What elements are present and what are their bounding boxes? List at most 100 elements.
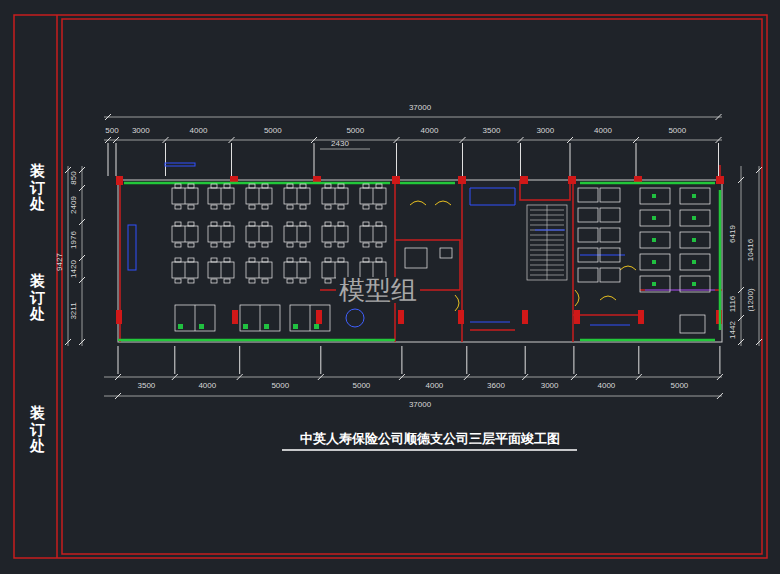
plan-detail [692, 194, 696, 198]
plan-detail [188, 258, 194, 262]
plan-detail [300, 243, 306, 247]
plan-detail [262, 279, 268, 283]
plan-detail [314, 324, 319, 329]
plan-detail [240, 305, 280, 331]
dimension-text: 37000 [409, 104, 431, 112]
plan-detail [185, 188, 186, 204]
plan-detail [175, 279, 181, 283]
plan-detail [680, 232, 710, 248]
plan-detail [338, 222, 344, 226]
plan-detail [325, 258, 331, 262]
plan-detail [249, 222, 255, 226]
plan-detail [287, 222, 293, 226]
plan-detail [636, 374, 642, 380]
dimension-text: 3000 [541, 382, 559, 390]
plan-detail [756, 167, 762, 173]
plan-detail [716, 114, 722, 120]
plan-detail [325, 243, 331, 247]
dimension-text: 6419 [729, 225, 737, 243]
plan-detail [175, 205, 181, 209]
plan-detail [174, 346, 175, 374]
dimension-text: 3500 [483, 127, 501, 135]
plan-detail [262, 222, 268, 226]
plan-detail [322, 262, 348, 278]
plan-detail [652, 238, 656, 242]
plan-detail [522, 374, 528, 380]
plan-detail [105, 137, 111, 143]
plan-detail [211, 184, 217, 188]
plan-detail [79, 167, 85, 173]
plan-detail [188, 279, 194, 283]
plan-detail [652, 260, 656, 264]
plan-detail [116, 143, 117, 176]
plan-detail [178, 324, 183, 329]
plan-detail [287, 279, 293, 283]
dimension-text: 850 [70, 171, 78, 184]
plan-detail [79, 339, 85, 345]
plan-detail [571, 374, 577, 380]
plan-detail [633, 137, 639, 143]
plan-detail [246, 262, 272, 278]
plan-detail [65, 339, 71, 345]
plan-detail [338, 243, 344, 247]
plan-detail [718, 143, 719, 176]
plan-detail [363, 184, 369, 188]
dimension-text: 2430 [331, 140, 349, 148]
dimension-text: 4000 [190, 127, 208, 135]
plan-detail [325, 205, 331, 209]
plan-detail [118, 346, 119, 374]
plan-detail [464, 374, 470, 380]
plan-detail [249, 258, 255, 262]
plan-detail [363, 258, 369, 262]
plan-detail [652, 194, 656, 198]
plan-detail [692, 238, 696, 242]
plan-detail [224, 205, 230, 209]
plan-detail [460, 137, 466, 143]
dimension-text: 1976 [70, 231, 78, 249]
plan-detail [738, 315, 744, 321]
plan-detail [105, 114, 111, 120]
plan-detail [396, 143, 397, 176]
plan-detail [738, 177, 744, 183]
plan-detail [320, 346, 321, 374]
plan-detail [172, 374, 178, 380]
plan-detail [287, 258, 293, 262]
dimension-text: 5000 [670, 382, 688, 390]
dimension-text: 1420 [70, 260, 78, 278]
plan-detail [310, 305, 311, 331]
plan-detail [360, 188, 386, 204]
plan-detail [224, 222, 230, 226]
plan-detail [600, 228, 620, 242]
plan-detail [175, 222, 181, 226]
plan-detail [297, 188, 298, 204]
plan-detail [163, 137, 169, 143]
dimension-text: 37000 [409, 401, 431, 409]
plan-detail [284, 188, 310, 204]
plan-detail [79, 185, 85, 191]
watermark: 模型组 [336, 277, 420, 303]
plan-detail [360, 262, 386, 278]
plan-detail [573, 346, 574, 374]
dimension-text: 4000 [425, 382, 443, 390]
plan-detail [518, 137, 524, 143]
plan-detail [287, 205, 293, 209]
plan-detail [239, 346, 240, 374]
plan-detail [578, 188, 598, 202]
plan-detail [738, 339, 744, 345]
plan-detail [165, 143, 166, 176]
plan-detail [208, 262, 234, 278]
plan-detail [373, 226, 374, 242]
plan-detail [640, 210, 670, 226]
plan-detail [79, 277, 85, 283]
plan-detail [211, 258, 217, 262]
plan-detail [221, 226, 222, 242]
plan-detail [297, 262, 298, 278]
plan-detail [249, 279, 255, 283]
plan-detail [530, 230, 564, 231]
plan-detail [322, 188, 348, 204]
plan-detail [264, 324, 269, 329]
plan-detail [300, 205, 306, 209]
plan-detail [211, 205, 217, 209]
plan-detail [716, 137, 722, 143]
plan-detail [547, 205, 548, 280]
